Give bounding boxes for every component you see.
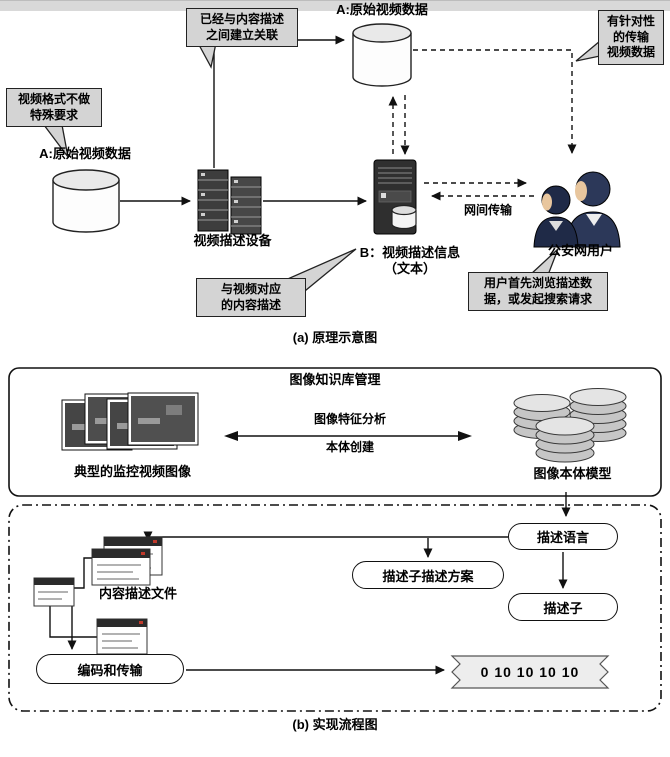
page-edge xyxy=(0,0,670,11)
label-description-info: B：视频描述信息 （文本） xyxy=(340,245,480,276)
label-surveillance-images: 典型的监控视频图像 xyxy=(73,464,191,479)
database-cylinder-top-icon xyxy=(352,23,412,87)
photo-stack-icon xyxy=(61,392,199,451)
callout-targeted-transfer: 有针对性 的传输 视频数据 xyxy=(598,10,664,65)
label-content-files: 内容描述文件 xyxy=(98,586,177,601)
callout-association: 已经与内容描述 之间建立关联 xyxy=(186,8,298,48)
node-descriptor: 描述子 xyxy=(508,593,618,621)
caption-a: (a) 原理示意图 xyxy=(292,330,378,345)
callout-tails xyxy=(42,39,601,296)
caption-b: (b) 实现流程图 xyxy=(292,717,378,732)
node-encode-transfer: 编码和传输 xyxy=(36,654,184,684)
node-descriptor-scheme: 描述子描述方案 xyxy=(352,561,504,589)
node-description-language: 描述语言 xyxy=(508,523,618,550)
document-icons xyxy=(33,536,163,655)
analysis-double-arrow xyxy=(224,431,472,441)
flow-box xyxy=(8,504,662,712)
label-ontology-model: 图像本体模型 xyxy=(533,466,612,481)
label-description-info-line1: B：视频描述信息 xyxy=(359,245,461,260)
label-ontology-creation: 本体创建 xyxy=(325,440,374,454)
callout-content-description: 与视频对应 的内容描述 xyxy=(196,278,306,318)
disk-stack-icon xyxy=(513,388,627,463)
label-public-users: 公安网用户 xyxy=(547,243,613,258)
label-left-cylinder: A:原始视频数据 xyxy=(39,146,131,161)
binary-ribbon-text: 0 10 10 10 10 xyxy=(480,664,580,680)
callout-video-format: 视频格式不做 特殊要求 xyxy=(6,88,102,128)
knowledge-box-title: 图像知识库管理 xyxy=(289,372,381,387)
users-icon xyxy=(533,171,621,248)
knowledge-box xyxy=(8,367,662,497)
label-description-device: 视频描述设备 xyxy=(193,233,272,248)
section-a-arrows xyxy=(120,35,577,206)
label-network-transfer: 网间传输 xyxy=(463,203,512,217)
label-top-cylinder: A:原始视频数据 xyxy=(336,2,428,17)
server-stack-icon xyxy=(197,169,262,235)
pc-tower-icon xyxy=(373,159,417,235)
label-description-info-line2: （文本） xyxy=(383,260,436,276)
label-feature-analysis: 图像特征分析 xyxy=(313,412,386,426)
binary-ribbon xyxy=(450,655,610,689)
callout-user-browse: 用户首先浏览描述数 据，或发起搜索请求 xyxy=(468,272,608,312)
database-cylinder-left-icon xyxy=(52,169,120,233)
